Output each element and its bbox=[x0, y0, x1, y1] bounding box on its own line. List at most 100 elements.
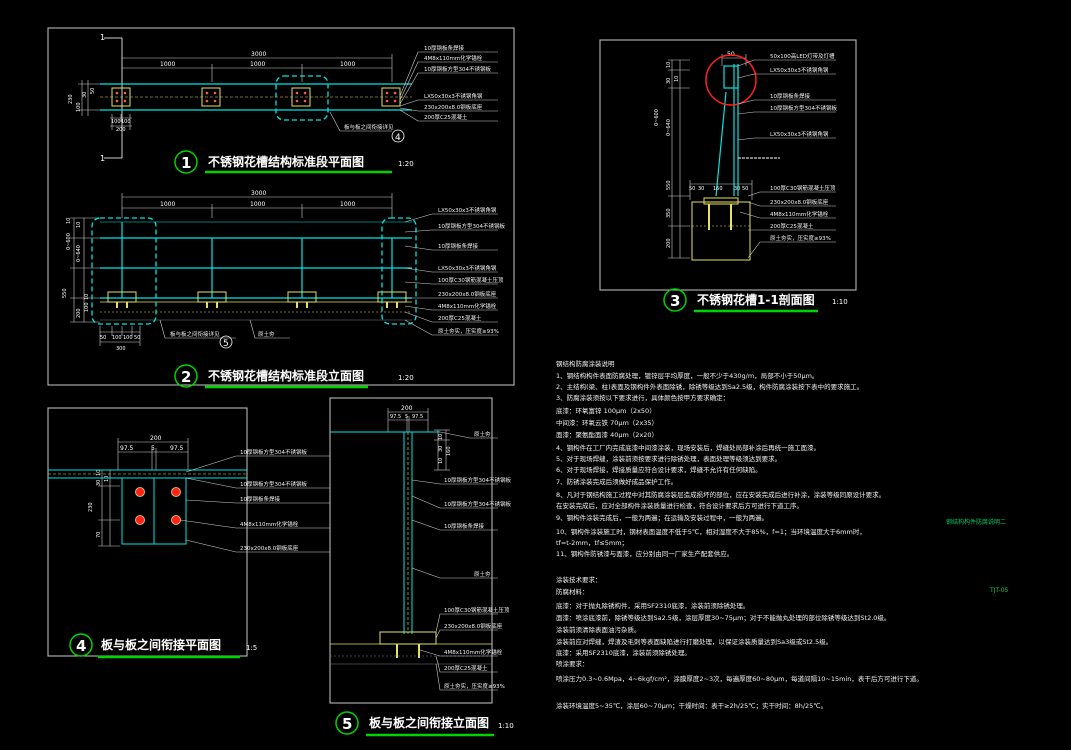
requirement-4: 涂装前应对焊缝，焊渣及毛刺等表面缺陷进行打磨处理，以保证涂装质量达到Sa3级或S… bbox=[556, 637, 832, 646]
callout-4-2: 10厚钢板条焊接 bbox=[240, 495, 280, 503]
notes-line-13: 10、钢构件涂装施工时，钢材表面温度不低于5℃，相对湿度不大于85%，f=1；当… bbox=[556, 527, 866, 536]
drawing-1-scale: 1:20 bbox=[398, 160, 414, 168]
frame-drawing-5 bbox=[329, 397, 493, 704]
notes-line-10: 8、凡对于钢结构施工过程中对其防腐涂装层造成损坏的部位，应在安装完成后进行补涂，… bbox=[556, 490, 885, 499]
drawing-2-scale: 1:20 bbox=[398, 374, 414, 382]
callout-1-0: 10厚钢板条焊接 bbox=[424, 44, 464, 52]
requirements-heading: 涂装技术要求： bbox=[556, 575, 602, 584]
dim4-left-2: 10 bbox=[104, 476, 110, 482]
requirement-8: 涂装环境温度5~35℃，涂层60~70μm；干燥时间：表干≥2h/25℃；实干时… bbox=[556, 701, 827, 710]
dim2-left-0: 0~600 bbox=[66, 233, 72, 250]
drawing-3-section: 50 30 10 0~600 0~640 10 550 350 200 bbox=[654, 51, 848, 313]
callout-3-0: 50x100高LED灯带及灯槽 bbox=[770, 52, 835, 60]
requirement-1: 底漆：对于抛丸除锈构件，采用SF2310底漆，涂装前须除锈处理。 bbox=[556, 601, 749, 610]
dim-bottom-2: 200 bbox=[116, 127, 126, 133]
dim4-left-3: 230 bbox=[88, 502, 94, 512]
dim2-left-7: 10 bbox=[84, 294, 90, 300]
callout-3-6: 230x200x8.0钢板底座 bbox=[770, 198, 829, 206]
drawing-2-number: 2 bbox=[181, 368, 191, 386]
requirement-7: 喷涂压力0.3~0.6Mpa，4~6kgf/cm²，涂膜厚度2~3次，每遍厚度6… bbox=[556, 674, 923, 683]
dim4-top-2: 5 bbox=[151, 445, 155, 452]
dim2-left-2: 0~640 bbox=[76, 245, 82, 262]
dim5-top-3: 97.5 bbox=[412, 414, 423, 420]
callout-5-4: 原土夯 bbox=[474, 570, 491, 578]
requirement-5: 底漆：采用SF2310底漆，涂装前须除锈处理。 bbox=[556, 648, 691, 657]
dim3-bottom-0: 50 bbox=[689, 186, 695, 192]
drawing-2-number-circle bbox=[174, 364, 198, 388]
drawing-1-number: 1 bbox=[181, 154, 191, 172]
callout-3-9: 原土夯实，压实度≥93% bbox=[770, 234, 831, 242]
callout-4-3: 4M8x110mm化学锚栓 bbox=[240, 520, 299, 528]
dim2-left-5: 200 bbox=[76, 308, 82, 318]
dim5-right-3: 160 bbox=[446, 446, 452, 456]
dim2-left-1: 10 bbox=[66, 218, 72, 224]
drawing-3-title: 不锈钢花槽1-1剖面图 bbox=[697, 292, 815, 307]
dim3-left-6: 350 bbox=[666, 208, 672, 218]
callout-3-3: 10厚钢板方型304不锈钢板 bbox=[770, 104, 837, 112]
detail-4-marker-box bbox=[275, 75, 329, 121]
dim4-top-0: 200 bbox=[150, 435, 162, 442]
callout-5-5: 100厚C30钢筋混凝土压顶 bbox=[444, 606, 510, 614]
section-mark-bottom: 1 bbox=[100, 154, 105, 163]
dim2-bottom-0: 50 bbox=[100, 335, 106, 341]
dim-left-1: 100 bbox=[76, 102, 82, 112]
dim-bottom-0: 100 bbox=[111, 119, 121, 125]
drawing-5-title: 板与板之间衔接立面图 bbox=[369, 715, 489, 730]
detail-note-1: 板与板之间衔接详见 bbox=[344, 123, 394, 131]
dim5-top-0: 200 bbox=[401, 405, 413, 412]
frame-drawing-4 bbox=[47, 407, 248, 657]
drawing-1-plan: 1 1 3000 1000 1000 1000 230 100 30 50 bbox=[68, 33, 498, 174]
drawing-1-number-circle bbox=[174, 150, 198, 174]
dim3-left-4: 10 bbox=[674, 76, 680, 82]
section-mark-top: 1 bbox=[100, 33, 105, 42]
dim2-left-4: 550 bbox=[62, 288, 68, 298]
callout-1-1: 4M8x110mm化学锚栓 bbox=[424, 54, 483, 62]
detail-5-marker-box-left bbox=[91, 217, 157, 325]
requirement-3: 涂装前须清除表面油污杂质。 bbox=[556, 625, 641, 634]
notes-line-2: 3、防腐涂装须按以下要求进行，具体颜色按甲方要求确定： bbox=[556, 393, 729, 402]
callout-2-4: 100厚C30钢筋混凝土压顶 bbox=[438, 276, 504, 284]
notes-line-11: 在安装完成后，应对全部构件涂装质量进行检查，符合设计要求后方可进行下道工序。 bbox=[556, 501, 803, 510]
frame-drawing-3 bbox=[599, 39, 857, 291]
dim-top-seg-3: 1000 bbox=[340, 61, 355, 68]
dim2-bottom-3: 50 bbox=[134, 335, 140, 341]
sheet-code: TJT-05 bbox=[989, 587, 1009, 594]
callout-5-3: 10厚钢板条焊接 bbox=[444, 522, 484, 530]
callout-3-7: 4M8x110mm化学锚栓 bbox=[770, 210, 829, 218]
notes-line-6: 4、钢构件在工厂内完成底漆中间漆涂装，现场安装后，焊缝处局部补涂后再统一施工面漆… bbox=[556, 443, 820, 452]
requirement-6: 喷涂要求： bbox=[556, 659, 589, 668]
detail-note-2: 板与板之间衔接详见 bbox=[170, 330, 220, 338]
callout-4-1: 10厚钢板方型304不锈钢板 bbox=[240, 480, 307, 488]
dim3-bottom-3: 30 bbox=[734, 186, 740, 192]
callout-2-6: 4M8x110mm化学锚栓 bbox=[438, 302, 497, 310]
dim4-left-1: 30 bbox=[96, 480, 102, 486]
dim-top-seg-1: 1000 bbox=[160, 61, 175, 68]
dim-top-total: 3000 bbox=[251, 51, 266, 58]
dim2-bottom-2: 100 bbox=[123, 335, 133, 341]
dim3-left-1: 10 bbox=[666, 62, 672, 68]
notes-line-14: tf=t-2mm，tf≤5mm； bbox=[556, 539, 628, 547]
dim-left-2: 30 bbox=[82, 92, 88, 98]
drawing-4-title: 板与板之间衔接平面图 bbox=[101, 637, 221, 652]
callout-1-5: 200厚C25混凝土 bbox=[424, 113, 468, 121]
callout-2-0: LX50x30x3不锈钢角钢 bbox=[438, 206, 497, 214]
drawing-4-joint-plan: 200 97.5 5 97.5 10 30 10 230 70 bbox=[48, 435, 330, 659]
callout-1-2: 10厚钢板方型304不锈钢板 bbox=[424, 65, 491, 73]
notes-line-5: 面漆：聚氨酯面漆 40μm（2x20） bbox=[556, 430, 658, 439]
dim-top-seg-2: 1000 bbox=[250, 61, 265, 68]
detail-ref-5-circle bbox=[219, 335, 233, 349]
callout-5-6: 230x200x8.0钢板底座 bbox=[444, 622, 503, 630]
drawing-4-number: 4 bbox=[76, 637, 86, 655]
requirement-2: 面漆：喷涂底漆前，除锈等级达到Sa2.5级，涂层厚度30~75μm；对于不能抛丸… bbox=[556, 613, 890, 622]
dim3-bottom-2: 160 bbox=[713, 186, 723, 192]
dim3-bottom-1: 30 bbox=[698, 186, 704, 192]
dim4-left-0: 10 bbox=[96, 470, 102, 476]
dim3-left-5: 550 bbox=[666, 180, 672, 190]
callout-1-4: 230x200x8.0钢板底座 bbox=[424, 103, 483, 111]
led-detail-highlight bbox=[705, 54, 757, 106]
sheet-stamp: 钢结构构件防腐说明二 bbox=[946, 518, 1006, 526]
dim2-bottom-4: 300 bbox=[116, 346, 126, 352]
drawing-2-elevation: 3000 1000 1000 1000 0~600 10 0~640 10 55… bbox=[62, 190, 505, 389]
dim5-right-1: 30 bbox=[438, 446, 444, 452]
